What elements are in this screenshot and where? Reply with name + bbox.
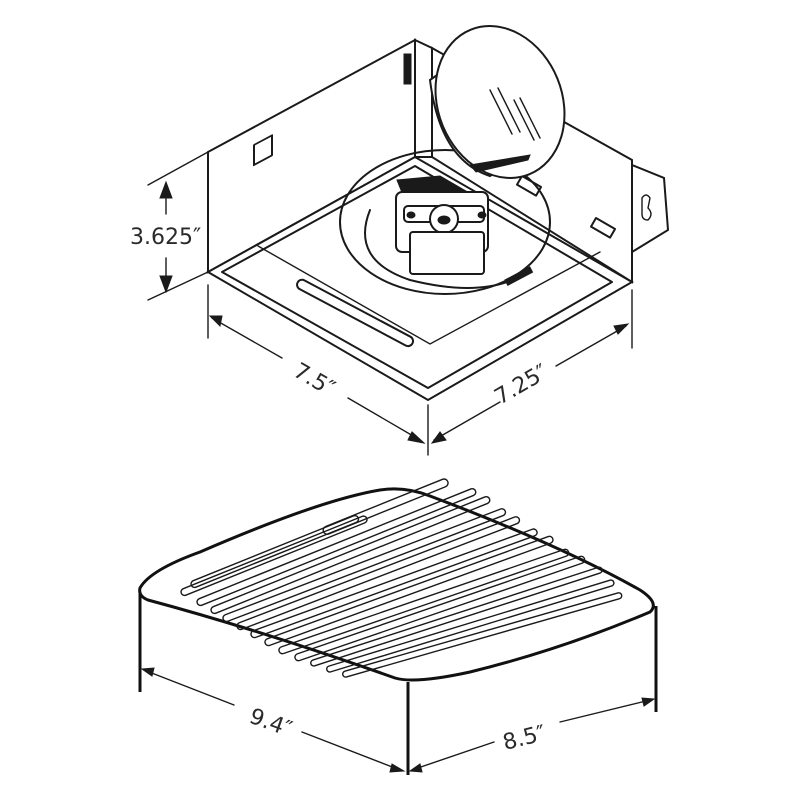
mounting-bracket [631, 163, 670, 254]
dimension-length [207, 284, 633, 456]
fan-housing-drawing [205, 25, 670, 402]
floor-slot [296, 278, 415, 348]
blower-scroll-inner [364, 209, 531, 289]
dimension-length-label: 7.5″ [289, 359, 339, 402]
housing-bottom-rim [205, 155, 635, 402]
housing-inner-edge [257, 245, 601, 345]
right-slot-1 [516, 175, 543, 197]
grille-louvers [180, 478, 623, 678]
grille-frame [138, 487, 655, 682]
left-tab [253, 134, 273, 167]
dimension-grille-width-label: 8.5″ [500, 721, 548, 756]
grille-drawing [138, 478, 658, 775]
housing-corner [414, 38, 433, 158]
motor-screw-right-icon [477, 211, 487, 219]
blower-scroll-outer [339, 149, 551, 295]
dimension-width-label: 7.25″ [491, 360, 553, 410]
motor-screw-left-icon [406, 211, 416, 219]
duct-shadow [469, 154, 531, 173]
latch-tab [504, 266, 534, 286]
dimension-grille [140, 667, 656, 773]
duct-collar [428, 25, 566, 179]
motor-shaft-icon [437, 215, 451, 225]
dimension-grille-length-label: 9.4″ [246, 704, 295, 742]
dimension-height [147, 151, 209, 301]
housing-inner-rim [221, 165, 613, 389]
right-slot-2 [589, 217, 617, 239]
upper-slot [403, 53, 412, 85]
motor-body [409, 231, 485, 275]
duct-collar-face [434, 25, 566, 179]
dimension-height-label: 3.625″ [130, 225, 201, 250]
keyhole-slot-icon [641, 194, 652, 221]
